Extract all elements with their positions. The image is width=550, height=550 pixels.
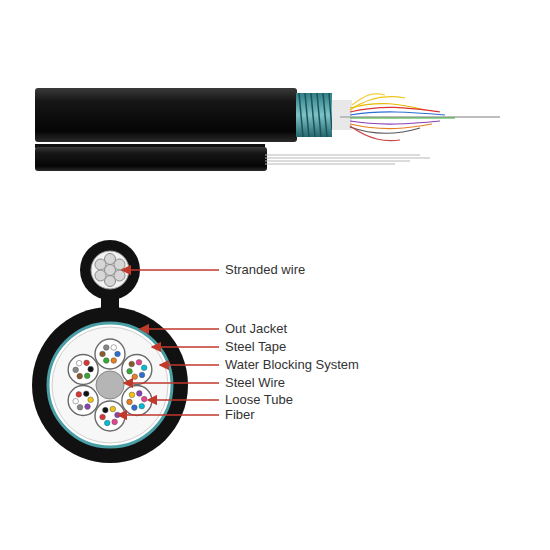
- part-label: Steel Wire: [225, 375, 285, 391]
- part-label: Fiber: [225, 407, 255, 423]
- part-label: Out Jacket: [225, 321, 287, 337]
- part-label: Water Blocking System: [225, 357, 359, 373]
- part-label: Stranded wire: [225, 262, 305, 278]
- part-label: Loose Tube: [225, 392, 293, 408]
- part-label: Steel Tape: [225, 339, 286, 355]
